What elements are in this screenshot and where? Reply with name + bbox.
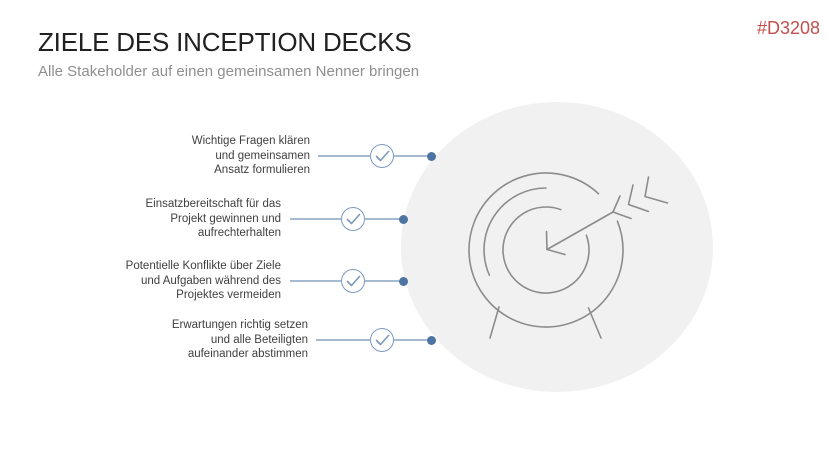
connector-line bbox=[318, 155, 370, 157]
connector-line bbox=[290, 280, 341, 282]
arrow-fletching-3 bbox=[644, 176, 669, 204]
connector-dot bbox=[398, 276, 408, 286]
list-item-line: Erwartungen richtig setzen bbox=[171, 319, 308, 331]
page-subtitle: Alle Stakeholder auf einen gemeinsamen N… bbox=[38, 63, 420, 80]
connector-line bbox=[290, 218, 341, 220]
list-item-text-3: Potentielle Konflikte über Ziele und Auf… bbox=[31, 259, 281, 303]
check-icon bbox=[346, 275, 360, 287]
check-circle-1 bbox=[370, 144, 394, 168]
connector-line bbox=[365, 280, 399, 282]
check-icon bbox=[375, 150, 389, 162]
target-inner-ring bbox=[502, 206, 590, 294]
arrow-head bbox=[545, 230, 566, 256]
product-code: #D3208 bbox=[756, 18, 820, 38]
list-item-line: Einsatzbereitschaft für das bbox=[145, 198, 281, 210]
list-item-line: aufeinander abstimmen bbox=[187, 348, 308, 360]
check-icon bbox=[346, 213, 360, 225]
list-item-line: und alle Beteiligten bbox=[210, 333, 308, 346]
list-item-line: und gemeinsamen bbox=[215, 149, 310, 162]
connector-line bbox=[394, 339, 427, 341]
connector-dot bbox=[427, 335, 436, 345]
list-item-text-4: Erwartungen richtig setzen und alle Bete… bbox=[58, 318, 308, 362]
list-item-line: Projektes vermeiden bbox=[176, 289, 281, 301]
connector-line bbox=[394, 155, 427, 157]
list-item-line: Wichtige Fragen klären bbox=[191, 135, 310, 147]
check-circle-4 bbox=[370, 328, 394, 352]
connector-dot bbox=[427, 151, 436, 161]
list-item-line: aufrechterhalten bbox=[197, 227, 281, 239]
list-item-line: und Aufgaben während des bbox=[140, 274, 281, 287]
list-item-line: Projekt gewinnen und bbox=[170, 212, 281, 225]
target-middle-ring bbox=[483, 187, 547, 276]
list-item-line: Potentielle Konflikte über Ziele bbox=[125, 260, 281, 272]
connector-line bbox=[316, 339, 370, 341]
check-icon bbox=[375, 334, 389, 346]
connector-dot bbox=[398, 214, 408, 224]
list-item-text-2: Einsatzbereitschaft für das Projekt gewi… bbox=[31, 197, 281, 241]
arrow-shaft bbox=[546, 211, 614, 251]
list-item-line: Ansatz formulieren bbox=[214, 164, 310, 176]
arrow-fletching-1 bbox=[612, 195, 632, 220]
target-leg-left bbox=[489, 306, 500, 339]
target-outer-ring bbox=[468, 172, 624, 328]
page-title: ZIELE DES INCEPTION DECKS bbox=[38, 27, 412, 57]
check-circle-3 bbox=[341, 269, 365, 293]
target-with-arrow-icon bbox=[468, 172, 669, 339]
background-circle bbox=[401, 102, 713, 392]
list-item-text-1: Wichtige Fragen klären und gemeinsamen A… bbox=[60, 134, 310, 178]
arrow-fletching-2 bbox=[627, 184, 650, 213]
check-circle-2 bbox=[341, 207, 365, 231]
target-leg-right bbox=[587, 307, 602, 339]
connector-line bbox=[365, 218, 399, 220]
